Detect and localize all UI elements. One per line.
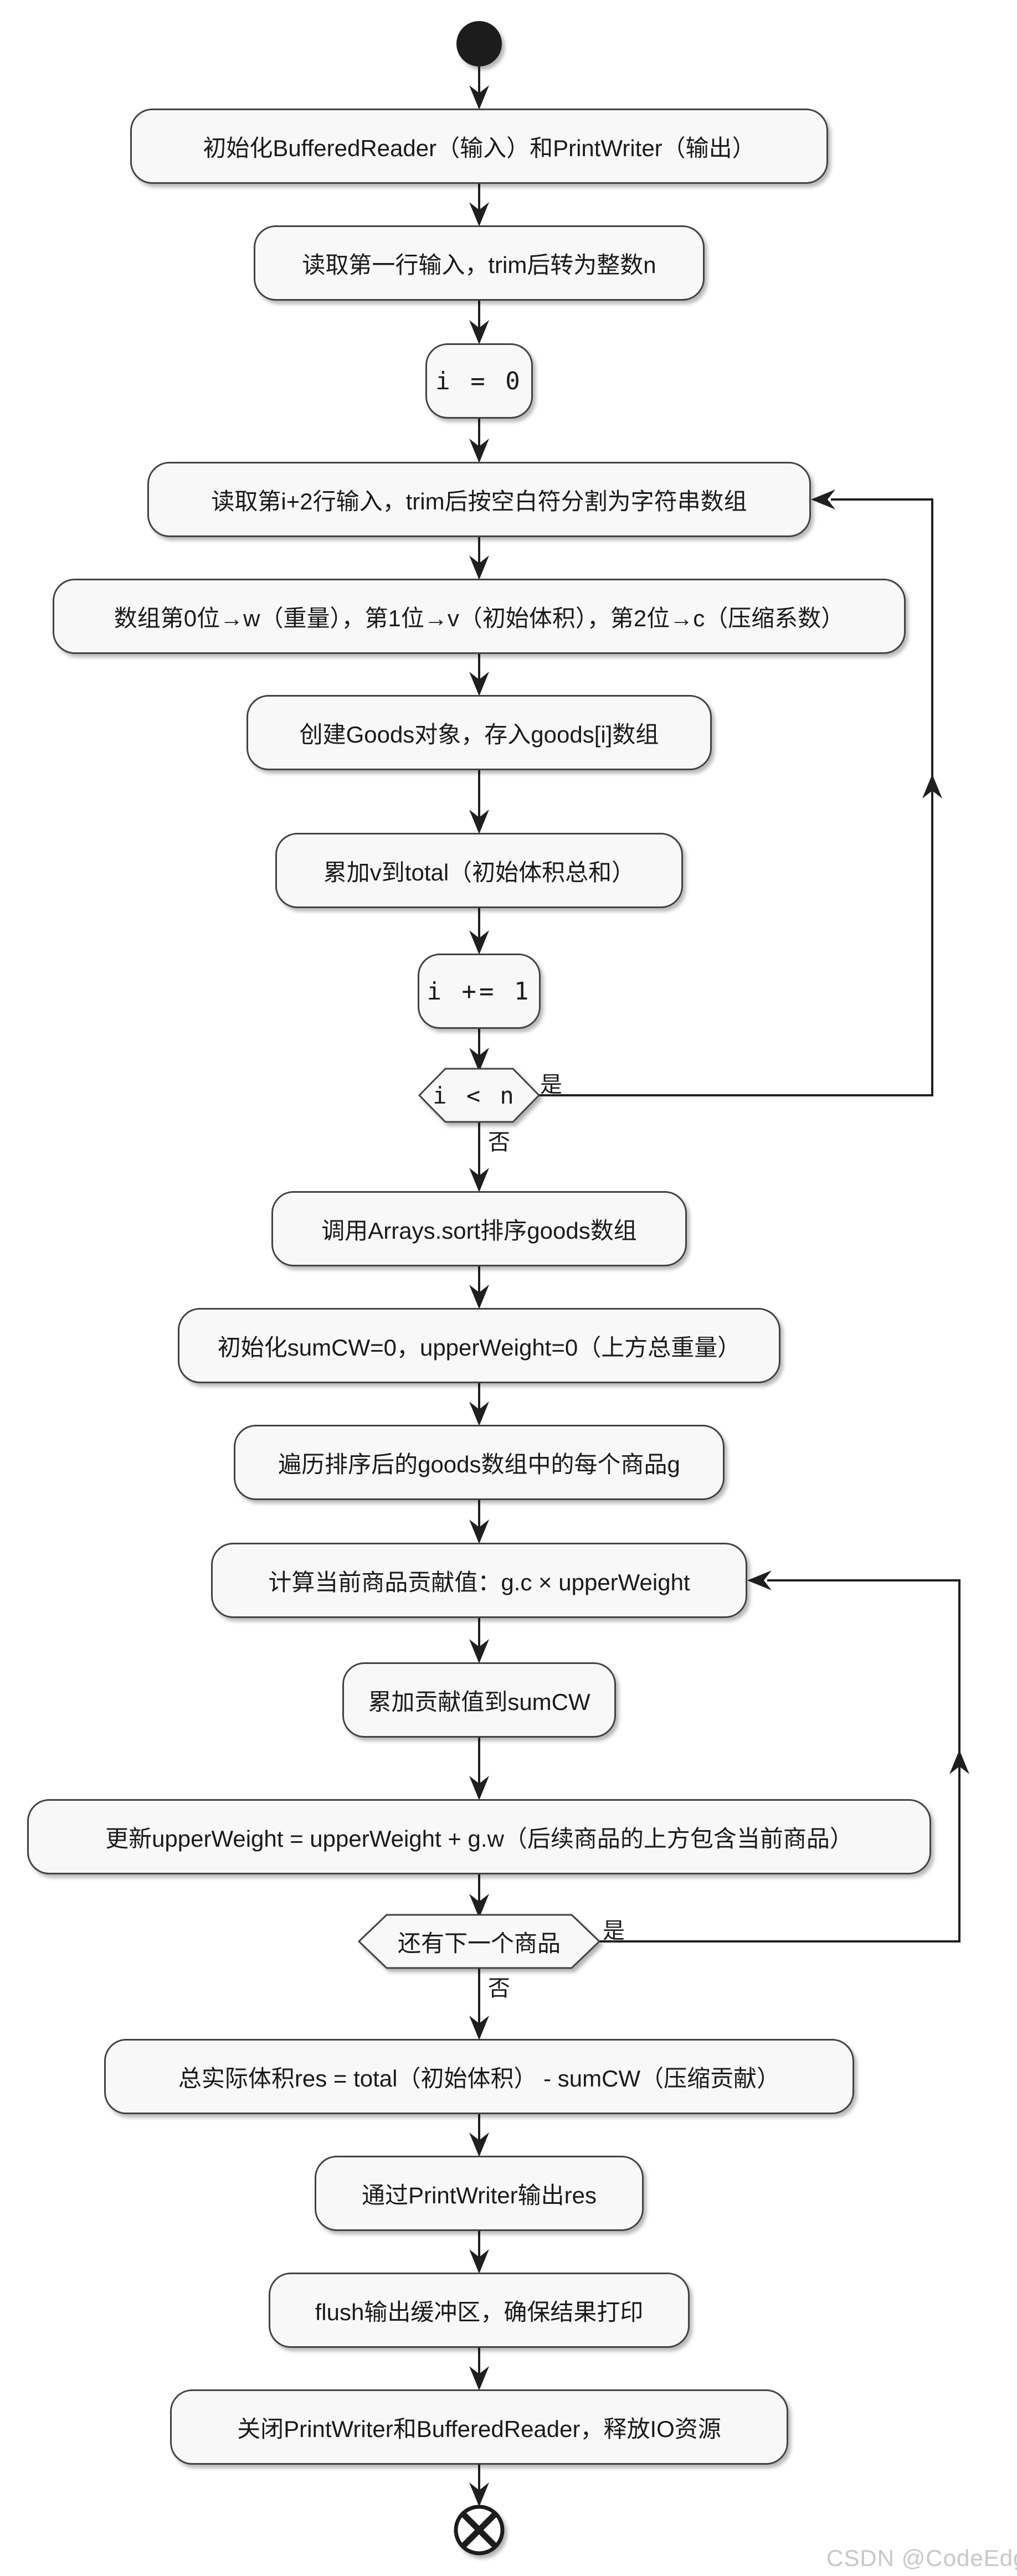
loop1-up-arrowhead	[922, 774, 942, 798]
activity-read-line: 读取第i+2行输入，trim后按空白符分割为字符串数组	[147, 462, 811, 537]
start-node	[456, 21, 502, 66]
activity-compute-res: 总实际体积res = total（初始体积） - sumCW（压缩贡献）	[104, 2039, 854, 2114]
edge-label-yes-1: 是	[540, 1073, 562, 1097]
activity-update-upperweight: 更新upperWeight = upperWeight + g.w（后续商品的上…	[27, 1799, 931, 1874]
decision-has-next-label: 还有下一个商品	[397, 1930, 561, 1956]
edge-label-yes-2: 是	[603, 1919, 625, 1943]
decision-has-next-shape	[357, 1914, 601, 1969]
activity-read-first-line: 读取第一行输入，trim后转为整数n	[254, 225, 705, 301]
activity-iterate-goods: 遍历排序后的goods数组中的每个商品g	[234, 1425, 725, 1500]
activity-compute-contrib: 计算当前商品贡献值：g.c × upperWeight	[211, 1543, 747, 1618]
loop-back-edge-read-lines	[538, 498, 933, 1096]
activity-accumulate-total: 累加v到total（初始体积总和）	[275, 833, 683, 908]
loop-back-edge-goods	[599, 1579, 960, 1943]
watermark: CSDN @CodeEdge_Xu	[826, 2545, 1017, 2571]
activity-sort-goods: 调用Arrays.sort排序goods数组	[271, 1191, 687, 1266]
activity-close-io: 关闭PrintWriter和BufferedReader，释放IO资源	[170, 2389, 788, 2465]
flow-arrowheads	[469, 85, 489, 2507]
edge-label-no-1: 否	[488, 1130, 510, 1155]
decision-i-lt-n-label: i < n	[433, 1081, 517, 1109]
loop2-entry-arrowhead	[747, 1570, 772, 1590]
activity-i-init: i = 0	[425, 343, 533, 419]
edge-label-no-2: 否	[488, 1976, 510, 2001]
activity-init-sums: 初始化sumCW=0，upperWeight=0（上方总重量）	[178, 1308, 780, 1383]
end-node	[454, 2505, 505, 2556]
activity-accumulate-sumcw: 累加贡献值到sumCW	[342, 1662, 616, 1738]
loop1-entry-arrowhead	[811, 490, 835, 509]
activity-i-increment: i += 1	[418, 954, 541, 1029]
activity-create-goods: 创建Goods对象，存入goods[i]数组	[246, 695, 712, 770]
decision-i-lt-n-shape	[418, 1068, 541, 1123]
activity-flush-buffer: flush输出缓冲区，确保结果打印	[269, 2273, 690, 2348]
activity-parse-fields: 数组第0位→w（重量），第1位→v（初始体积），第2位→c（压缩系数）	[53, 579, 906, 654]
activity-init-io: 初始化BufferedReader（输入）和PrintWriter（输出）	[130, 109, 828, 184]
activity-output-res: 通过PrintWriter输出res	[315, 2156, 644, 2231]
loop2-up-arrowhead	[949, 1750, 969, 1774]
